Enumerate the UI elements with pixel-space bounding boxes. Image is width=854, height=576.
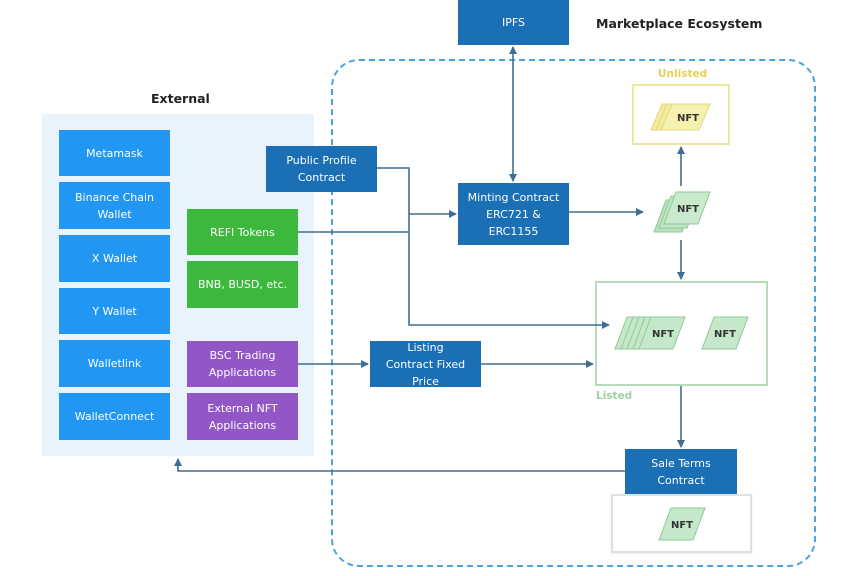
wallet-x[interactable]: X Wallet	[59, 235, 170, 282]
listed-label: Listed	[596, 390, 633, 402]
public-profile-contract[interactable]: Public Profile Contract	[266, 146, 377, 192]
listed-nft-single-icon: NFT	[701, 316, 749, 350]
ipfs-node[interactable]: IPFS	[458, 0, 569, 45]
listed-nft-stack-label: NFT	[652, 329, 674, 340]
listing-contract[interactable]: Listing Contract Fixed Price	[370, 341, 481, 388]
sale-terms-contract[interactable]: Sale Terms Contract	[625, 449, 737, 494]
wallet-binance-chain[interactable]: Binance Chain Wallet	[59, 182, 170, 229]
minted-nft-label: NFT	[677, 204, 699, 215]
external-title: External	[151, 91, 210, 106]
token-refi[interactable]: REFI Tokens	[187, 209, 298, 255]
unlisted-nft-label: NFT	[677, 113, 699, 124]
unlisted-nft-icon: NFT	[650, 103, 711, 131]
sale-nft-label: NFT	[671, 520, 693, 531]
wallet-y[interactable]: Y Wallet	[59, 288, 170, 334]
listed-nft-stack-icon: NFT	[614, 316, 686, 350]
minted-nft-icon: NFT	[653, 191, 711, 233]
marketplace-ecosystem-border	[331, 59, 816, 567]
arrow-saleterms-external	[174, 458, 625, 472]
listed-nft-single-label: NFT	[714, 329, 736, 340]
unlisted-label: Unlisted	[658, 68, 708, 80]
wallet-walletlink[interactable]: Walletlink	[59, 340, 170, 387]
arrow-profile-listed	[377, 167, 610, 329]
minting-contract[interactable]: Minting Contract ERC721 & ERC1155	[458, 183, 569, 245]
wallet-metamask[interactable]: Metamask	[59, 130, 170, 176]
app-bsc-trading[interactable]: BSC Trading Applications	[187, 341, 298, 387]
sale-nft-icon: NFT	[658, 507, 706, 541]
wallet-walletconnect[interactable]: WalletConnect	[59, 393, 170, 440]
marketplace-title: Marketplace Ecosystem	[596, 16, 763, 31]
app-external-nft[interactable]: External NFT Applications	[187, 393, 298, 440]
token-bnb-busd[interactable]: BNB, BUSD, etc.	[187, 261, 298, 308]
